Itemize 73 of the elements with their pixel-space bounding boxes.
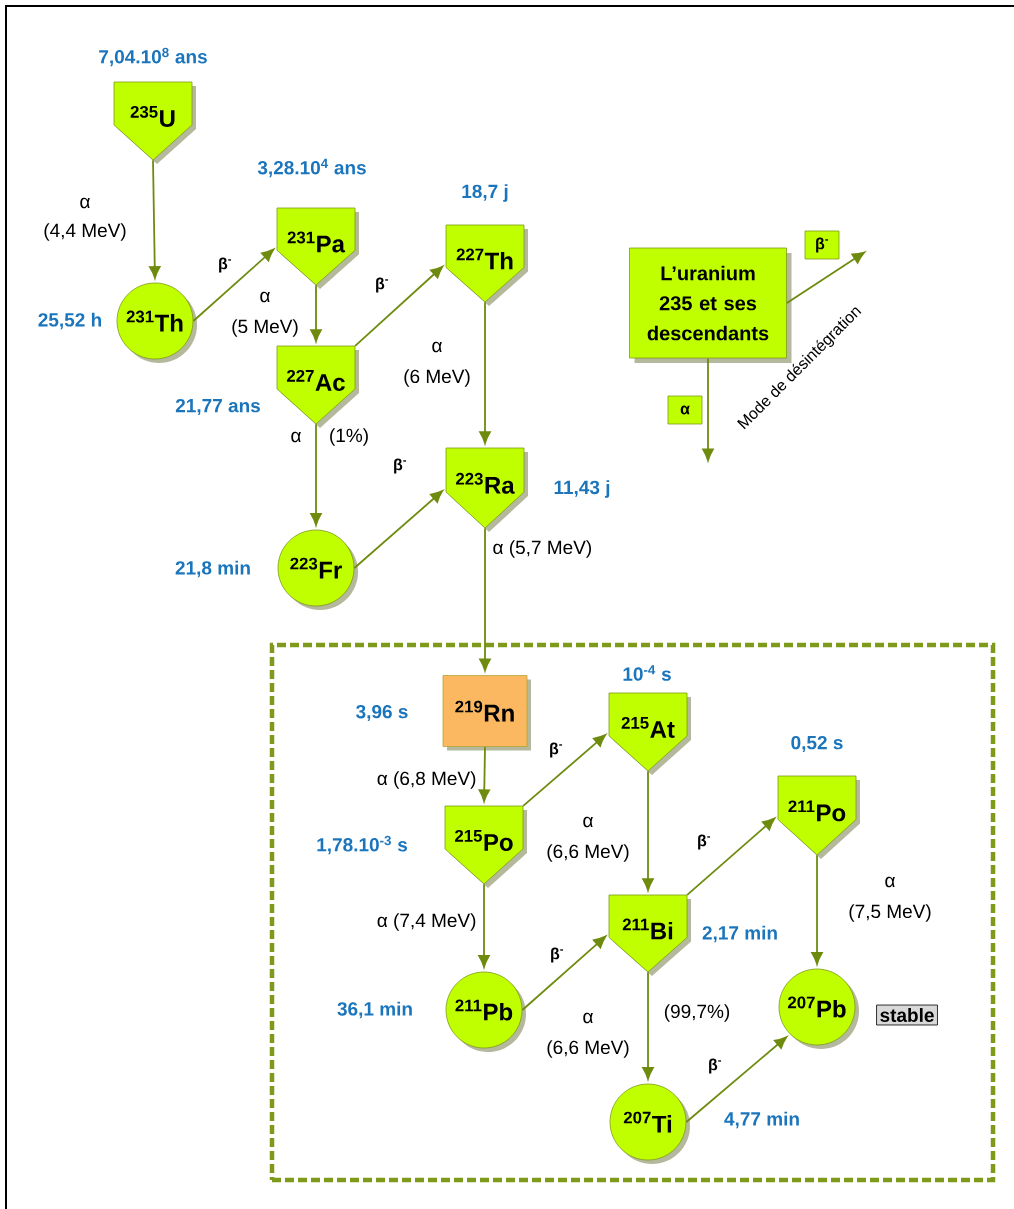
arrow (642, 971, 654, 1080)
arrow (811, 854, 823, 965)
arrow (686, 817, 776, 896)
arrow (310, 423, 322, 526)
title-box: L’uranium 235 et ses descendants (629, 247, 792, 363)
note-label: (6,6 MeV) (547, 844, 629, 862)
decay-pentagon: $^{227}$Th (445, 224, 528, 306)
edge-label: α (885, 876, 895, 888)
arrow (702, 357, 714, 462)
half-life-label: 25,52 h (38, 312, 101, 330)
arrow (521, 935, 607, 1011)
half-life-label: 7,04.10$^{8}$ ans (99, 47, 207, 67)
decay-pentagon: $^{215}$Po (444, 805, 527, 888)
half-life-label: 21,8 min (175, 560, 250, 578)
edge-label: α (7,4 MeV) (377, 913, 476, 931)
half-life-label: 11,43 j (554, 480, 610, 498)
dashed-frame (269, 642, 996, 1183)
arrow (479, 301, 491, 444)
edge-label: α (6,8 MeV) (377, 771, 476, 789)
decay-pentagon: $^{235}$U (113, 81, 196, 164)
nuclide-square: $^{219}$Rn (442, 675, 531, 751)
half-life-label: 3,96 s (356, 704, 408, 722)
arrow (642, 770, 654, 891)
arrow (353, 490, 444, 569)
half-life-label: 0,52 s (791, 735, 843, 753)
status-tag: stable (876, 1004, 938, 1026)
edge-label: β$^{-}$ (376, 277, 389, 293)
note-label: (99,7%) (664, 1004, 730, 1022)
arrow (685, 1036, 788, 1123)
arrow (149, 159, 161, 279)
edge-label: β$^{-}$ (709, 1058, 722, 1074)
decay-pentagon: $^{223}$Ra (445, 447, 528, 532)
decay-pentagon: $^{231}$Pa (276, 207, 359, 289)
decay-pentagon: $^{211}$Bi (608, 894, 691, 976)
arrow (354, 265, 444, 347)
edge-label: β$^{-}$ (219, 257, 232, 273)
note-label: (6 MeV) (404, 369, 470, 387)
decay-pentagon: $^{211}$Po (777, 775, 860, 859)
edge-label: α (432, 341, 442, 353)
edge-label: α (583, 816, 593, 828)
note-label: (7,5 MeV) (849, 904, 931, 922)
arrow (478, 746, 490, 802)
arrow (478, 883, 490, 968)
half-life-label: 36,1 min (337, 1001, 412, 1019)
edge-label: α (5,7 MeV) (493, 540, 591, 558)
edge-label: β$^{-}$ (804, 230, 840, 260)
edge-label: β$^{-}$ (394, 458, 407, 474)
half-life-label: 3,28.10$^{4}$ ans (257, 158, 366, 178)
edge-label: α (291, 431, 301, 443)
arrow (310, 284, 322, 342)
edge-label: α (260, 291, 270, 303)
half-life-label: 4,77 min (724, 1111, 799, 1129)
half-life-label: 10$^{-4}$ s (623, 665, 671, 681)
half-life-label: 1,78.10$^{-3}$ s (317, 835, 407, 855)
edge-label: β$^{-}$ (698, 834, 711, 850)
edge-label: α (583, 1012, 593, 1024)
arrow (522, 734, 607, 807)
arrow (479, 527, 491, 672)
note-label: (5 MeV) (232, 319, 298, 337)
edge-label: α (667, 395, 703, 425)
decay-pentagon: $^{227}$Ac (276, 345, 359, 428)
edge-label: α (80, 197, 90, 209)
edge-label: β$^{-}$ (551, 947, 564, 963)
half-life-label: 21,77 ans (175, 398, 260, 416)
arrow (786, 251, 865, 304)
note-label: (4,4 MeV) (44, 223, 126, 241)
half-life-label: 18,7 j (462, 184, 508, 202)
note-label: (6,6 MeV) (547, 1040, 629, 1058)
note-label: (1%) (330, 428, 368, 446)
edge-label: β$^{-}$ (550, 742, 563, 758)
half-life-label: 2,17 min (702, 925, 777, 943)
arrow (192, 248, 275, 322)
decay-pentagon: $^{215}$At (608, 692, 691, 775)
